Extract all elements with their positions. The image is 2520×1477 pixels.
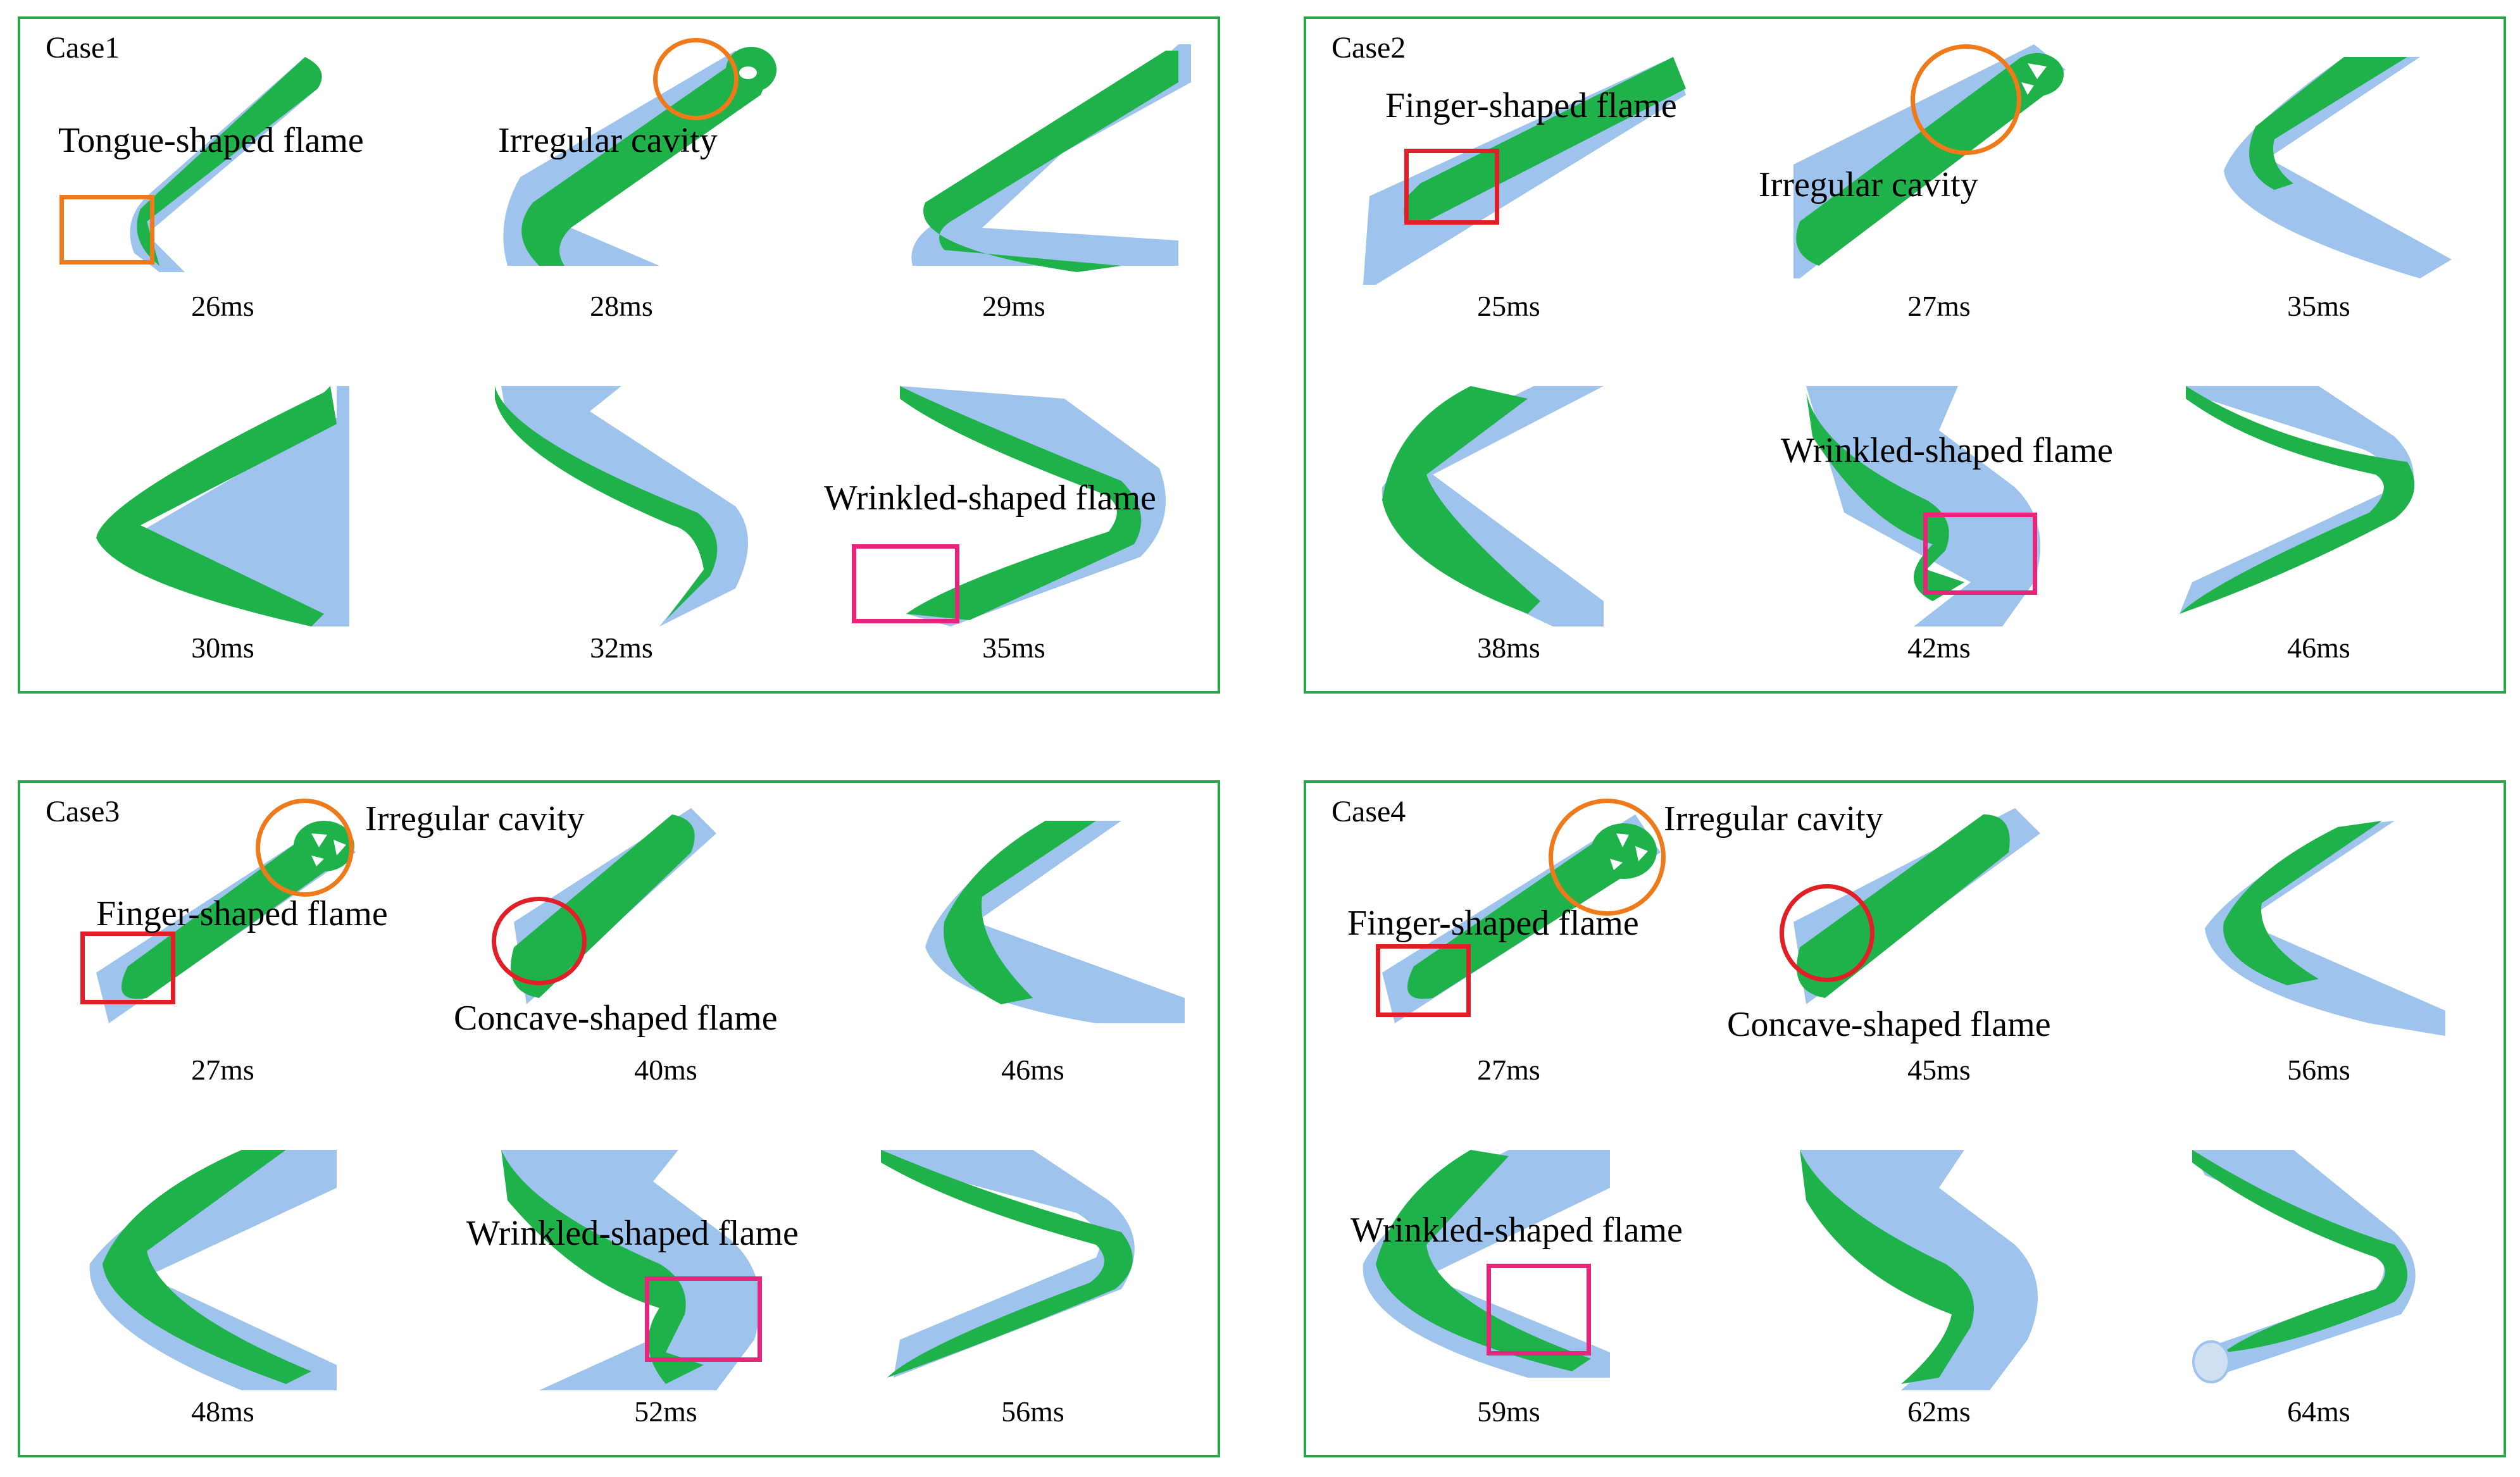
flame-render	[2180, 386, 2415, 614]
time-label: 30ms	[191, 632, 254, 664]
time-label: 62ms	[1907, 1395, 1971, 1428]
flame-render	[1382, 386, 1604, 626]
panel-case4: Case4 27ms 45ms 56ms	[1304, 780, 2506, 1457]
time-label: 27ms	[191, 1054, 254, 1086]
frame-56ms-c4: 56ms	[2129, 795, 2509, 1093]
time-label: 35ms	[982, 632, 1045, 664]
annotation-finger-flame: Finger-shaped flame	[1385, 86, 1677, 125]
annotation-irregular-cavity: Irregular cavity	[1664, 799, 1883, 838]
time-label: 29ms	[982, 290, 1045, 322]
frame-32ms: 32ms	[432, 373, 811, 671]
time-label: 56ms	[2287, 1054, 2350, 1086]
annotation-wrinkled-flame: Wrinkled-shaped flame	[1781, 431, 2113, 470]
time-label: 46ms	[2287, 632, 2350, 664]
annotation-box	[1404, 149, 1499, 225]
flame-render	[96, 386, 349, 626]
annotation-circle	[492, 897, 587, 985]
flame-render	[1363, 1150, 1610, 1378]
annotation-concave-flame: Concave-shaped flame	[1727, 1005, 2051, 1044]
flame-render	[1363, 57, 1686, 285]
time-label: 27ms	[1477, 1054, 1540, 1086]
flame-render	[495, 386, 748, 626]
frame-46ms: 46ms	[2129, 373, 2509, 671]
annotation-tongue-flame: Tongue-shaped flame	[58, 121, 364, 160]
flame-render	[925, 821, 1185, 1023]
case-label: Case2	[1332, 31, 1406, 65]
frame-28ms: 28ms	[432, 32, 811, 329]
frame-46ms-c3: 46ms	[843, 795, 1223, 1093]
flame-render	[130, 57, 322, 272]
time-label: 56ms	[1001, 1395, 1064, 1428]
time-label: 52ms	[634, 1395, 697, 1428]
annotation-circle	[1911, 44, 2021, 155]
frame-48ms: 48ms	[33, 1137, 413, 1435]
annotation-box	[852, 544, 959, 623]
panel-case2: Case2 25ms 27ms 35ms	[1304, 16, 2506, 694]
frame-52ms: 52ms	[476, 1137, 856, 1435]
flame-render	[911, 44, 1191, 272]
annotation-circle	[1780, 884, 1874, 982]
time-label: 25ms	[1477, 290, 1540, 322]
frame-35ms: 35ms	[824, 373, 1204, 671]
flame-render	[1800, 1150, 2038, 1390]
time-label: 32ms	[590, 632, 653, 664]
flame-render	[89, 1150, 337, 1390]
annotation-box	[645, 1276, 762, 1362]
time-label: 48ms	[191, 1395, 254, 1428]
time-label: 59ms	[1477, 1395, 1540, 1428]
annotation-irregular-cavity: Irregular cavity	[1759, 165, 1978, 204]
annotation-box	[1923, 513, 2037, 595]
time-label: 35ms	[2287, 290, 2350, 322]
annotation-wrinkled-flame: Wrinkled-shaped flame	[1350, 1211, 1683, 1250]
frame-59ms: 59ms	[1319, 1137, 1699, 1435]
flame-render	[2205, 821, 2445, 1036]
time-label: 38ms	[1477, 632, 1540, 664]
panel-case3: Case3 27ms 40ms 46ms	[18, 780, 1220, 1457]
flame-render	[2192, 1150, 2416, 1383]
annotation-finger-flame: Finger-shaped flame	[1347, 904, 1639, 943]
annotation-box	[59, 195, 154, 265]
flame-render	[2224, 57, 2452, 278]
annotation-irregular-cavity: Irregular cavity	[365, 799, 585, 838]
annotation-circle	[653, 38, 739, 120]
time-label: 46ms	[1001, 1054, 1064, 1086]
time-label: 27ms	[1907, 290, 1971, 322]
frame-56ms: 56ms	[843, 1137, 1223, 1435]
flame-render	[900, 386, 1166, 626]
flame-render	[501, 1150, 760, 1390]
annotation-box	[80, 932, 175, 1004]
frame-42ms: 42ms	[1749, 373, 2129, 671]
panel-case1: Case1 26ms 28ms 29ms	[18, 16, 1220, 694]
case-label: Case3	[46, 795, 120, 828]
annotation-box	[1487, 1264, 1591, 1355]
case-label: Case4	[1332, 795, 1406, 828]
frame-25ms: 25ms	[1319, 32, 1699, 329]
annotation-box	[1376, 944, 1471, 1017]
annotation-finger-flame: Finger-shaped flame	[96, 894, 388, 933]
annotation-circle	[1549, 799, 1666, 916]
frame-26ms: 26ms	[33, 32, 413, 329]
frame-30ms: 30ms	[33, 373, 413, 671]
time-label: 45ms	[1907, 1054, 1971, 1086]
time-label: 64ms	[2287, 1395, 2350, 1428]
time-label: 40ms	[634, 1054, 697, 1086]
frame-35ms-c2: 35ms	[2129, 32, 2509, 329]
annotation-circle	[256, 799, 354, 897]
frame-29ms: 29ms	[824, 32, 1204, 329]
annotation-wrinkled-flame: Wrinkled-shaped flame	[466, 1214, 799, 1253]
annotation-wrinkled-flame: Wrinkled-shaped flame	[824, 478, 1156, 518]
frame-64ms: 64ms	[2129, 1137, 2509, 1435]
annotation-irregular-cavity: Irregular cavity	[498, 121, 718, 160]
time-label: 42ms	[1907, 632, 1971, 664]
frame-62ms: 62ms	[1749, 1137, 2129, 1435]
time-label: 26ms	[191, 290, 254, 322]
case-label: Case1	[46, 31, 120, 65]
time-label: 28ms	[590, 290, 653, 322]
frame-38ms: 38ms	[1319, 373, 1699, 671]
flame-render	[881, 1150, 1135, 1378]
annotation-concave-flame: Concave-shaped flame	[454, 999, 778, 1038]
flame-render	[1806, 386, 2040, 626]
